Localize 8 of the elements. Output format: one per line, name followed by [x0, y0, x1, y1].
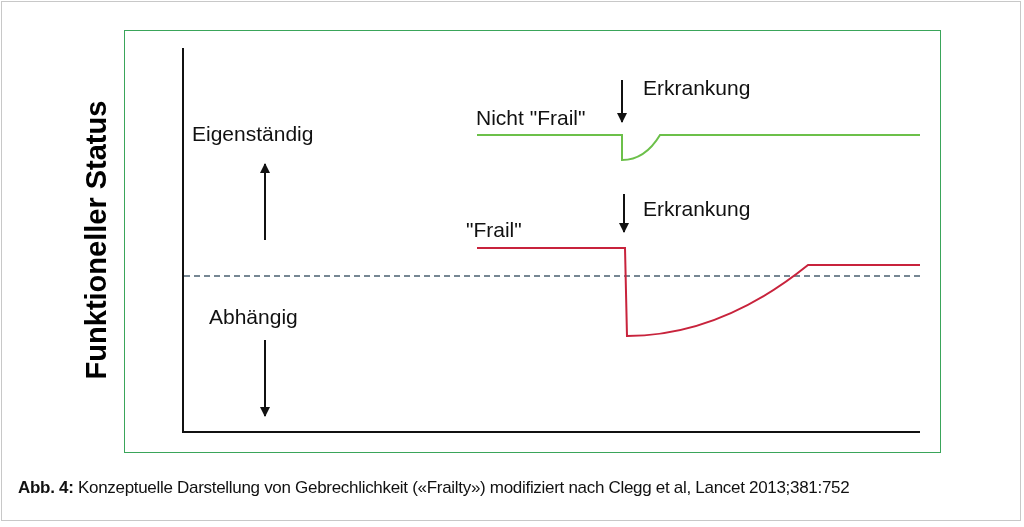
axis-title: Funktioneller Status	[79, 100, 113, 380]
level-label: Eigenständig	[192, 122, 314, 146]
series-label: "Frail"	[466, 218, 522, 242]
figure-caption: Abb. 4: Konzeptuelle Darstellung von Gebrechlichkeit («Frailty») modifiziert nach Clegg et al, Lancet 2013;381:752	[18, 478, 850, 498]
series-label: Nicht "Frail"	[476, 106, 586, 130]
event-label: Erkrankung	[643, 76, 751, 100]
event-label: Erkrankung	[643, 197, 751, 221]
level-label: Abhängig	[209, 305, 298, 329]
